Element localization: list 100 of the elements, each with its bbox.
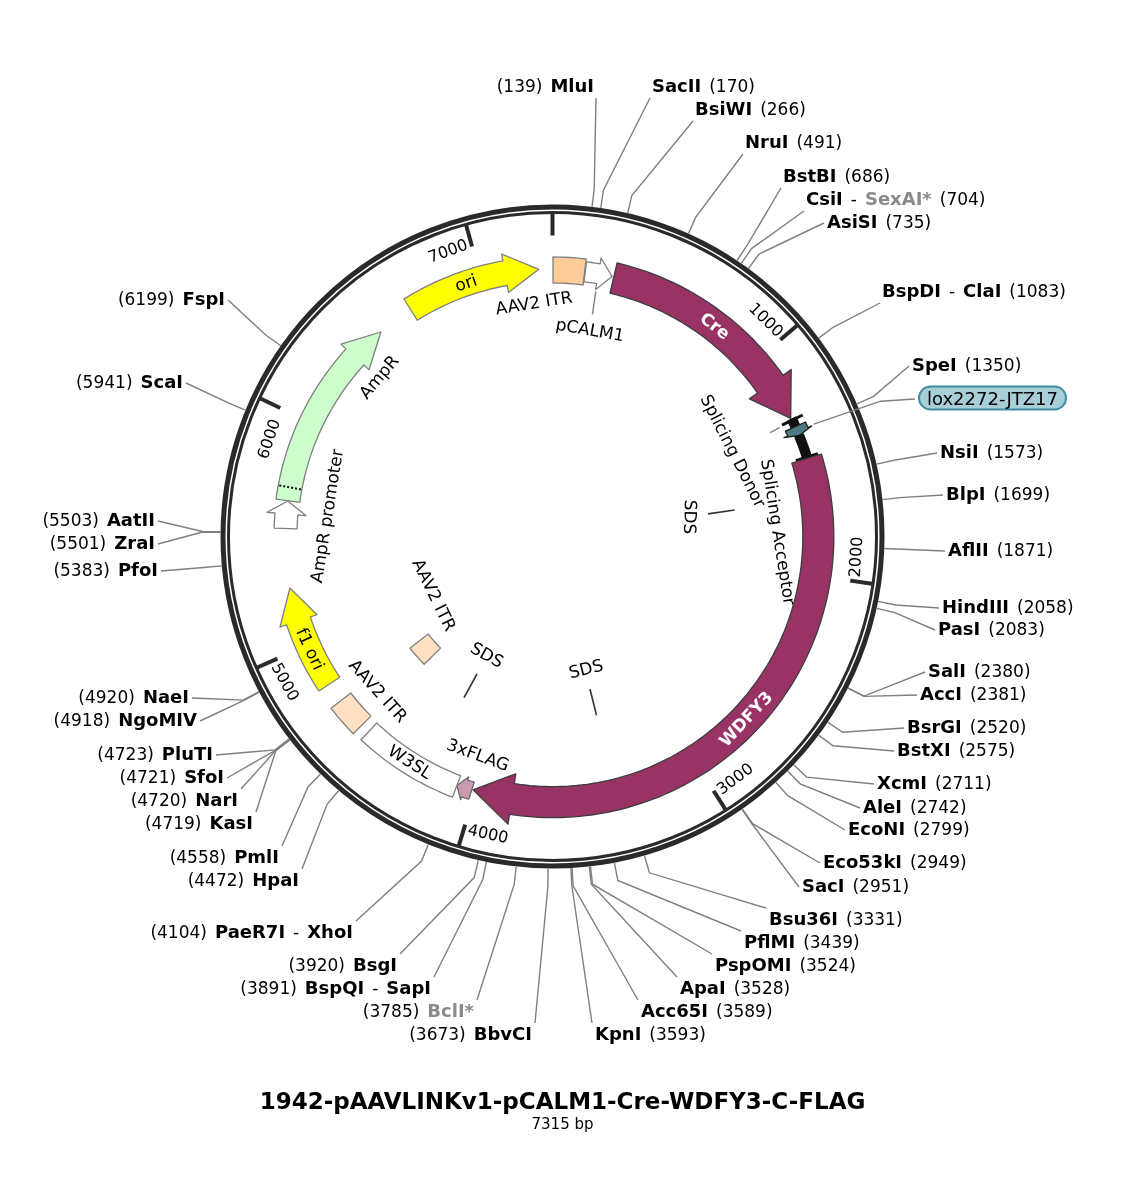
site-label: HindIII (2058) xyxy=(942,596,1074,618)
tick-label: 4000 xyxy=(466,821,510,846)
feature-label: SDS xyxy=(467,637,507,672)
feature-tag: lox2272-JTZ17 xyxy=(918,385,1067,411)
site-label: KpnI (3593) xyxy=(595,1023,706,1045)
site-label: BsiWI (266) xyxy=(695,98,806,120)
leader-line xyxy=(769,427,781,434)
site-label: Bsu36I (3331) xyxy=(769,908,903,930)
site-label: PasI (2083) xyxy=(938,618,1045,640)
site-label: (4720) NarI xyxy=(130,789,238,811)
leader-line xyxy=(570,867,593,1024)
leader-line xyxy=(255,739,291,813)
leader-line xyxy=(227,299,282,347)
feature-label: SDS xyxy=(680,499,701,535)
leader-line xyxy=(813,398,916,425)
site-label: (5941) ScaI xyxy=(76,371,183,393)
site-label: AsiSI (735) xyxy=(827,211,932,233)
site-label: (5383) PfoI xyxy=(53,559,158,581)
leader-line xyxy=(591,97,597,208)
site-label: PspOMI (3524) xyxy=(715,954,856,976)
site-label: (4918) NgoMIV xyxy=(53,709,197,731)
site-label: NsiI (1573) xyxy=(940,441,1044,463)
leader-line xyxy=(883,547,946,552)
site-label: (5501) ZraI xyxy=(49,532,155,554)
site-label: (3920) BsgI xyxy=(288,954,397,976)
leader-line xyxy=(591,290,597,316)
site-label: CsiI - SexAI* (704) xyxy=(806,188,986,210)
site-label: SacII (170) xyxy=(652,75,755,97)
tick-label: 6000 xyxy=(254,417,283,462)
tick-label: 2000 xyxy=(846,535,866,578)
leader-line xyxy=(534,867,549,1024)
leader-line xyxy=(847,671,926,697)
site-label: EcoNI (2799) xyxy=(848,818,970,840)
site-label: (4719) KasI xyxy=(144,812,253,834)
site-label: AleI (2742) xyxy=(863,796,967,818)
site-label: NruI (491) xyxy=(745,131,843,153)
site-label: (5503) AatII xyxy=(42,509,155,531)
site-label: (139) MluI xyxy=(496,75,594,97)
leader-line xyxy=(740,210,805,265)
leader-line xyxy=(600,97,651,209)
leader-line xyxy=(199,691,260,722)
site-label: (4104) PaeR7I - XhoI xyxy=(150,921,353,943)
leader-line xyxy=(875,607,936,631)
site-label: SalI (2380) xyxy=(928,660,1031,682)
site-label: (3891) BspQI - SapI xyxy=(240,977,431,999)
leader-line xyxy=(817,734,895,752)
leader-line xyxy=(355,843,429,922)
leader-line xyxy=(827,721,905,733)
leader-line xyxy=(741,808,800,888)
map-title: 1942-pAAVLINKv1-pCALM1-Cre-WDFY3-C-FLAG xyxy=(259,1087,866,1115)
leader-line xyxy=(613,862,742,932)
feature-box xyxy=(407,631,443,666)
leader-line xyxy=(856,365,910,405)
feature-label: AmpR promoter xyxy=(307,447,348,585)
site-label: ApaI (3528) xyxy=(680,977,791,999)
feature-label: SDS xyxy=(566,655,606,683)
leader-line xyxy=(301,789,340,870)
site-label: (4558) PmlI xyxy=(169,846,279,868)
site-label: SpeI (1350) xyxy=(912,354,1022,376)
directional-feature xyxy=(264,499,308,531)
site-label: BlpI (1699) xyxy=(946,483,1050,505)
leader-line xyxy=(741,808,821,864)
leader-line xyxy=(786,770,861,809)
site-label: BstBI (686) xyxy=(783,165,891,187)
feature-mark xyxy=(588,686,599,718)
leader-line xyxy=(476,865,517,1001)
site-label: (6199) FspI xyxy=(117,288,225,310)
leader-line xyxy=(643,854,767,909)
leader-line xyxy=(157,520,222,533)
directional-feature xyxy=(582,255,615,292)
site-label: SacI (2951) xyxy=(802,875,909,897)
leader-line xyxy=(877,600,940,609)
leader-line xyxy=(589,865,713,955)
leader-line xyxy=(240,738,291,790)
site-label: PflMI (3439) xyxy=(744,931,860,953)
leader-line xyxy=(215,738,290,756)
leader-line xyxy=(433,861,488,978)
feature-bar xyxy=(792,431,820,463)
leader-line xyxy=(627,120,694,214)
leader-line xyxy=(191,691,260,701)
leader-line xyxy=(399,859,479,955)
leader-line xyxy=(157,531,222,545)
leader-line xyxy=(847,687,918,698)
site-label: AflII (1871) xyxy=(948,539,1054,561)
leader-line xyxy=(185,382,247,411)
site-label: (3785) BclI* xyxy=(362,1000,474,1022)
leader-line xyxy=(226,738,291,779)
site-label: AccI (2381) xyxy=(920,683,1027,705)
site-label: BstXI (2575) xyxy=(897,739,1016,761)
feature-label: Cre xyxy=(696,308,734,344)
tick-label: 7000 xyxy=(426,236,470,266)
site-label: Acc65I (3589) xyxy=(641,1000,773,1022)
leader-line xyxy=(160,565,223,572)
leader-line xyxy=(881,494,944,501)
feature-mark xyxy=(461,672,479,700)
site-label: (4920) NaeI xyxy=(78,686,189,708)
leader-line xyxy=(747,222,825,270)
directional-feature xyxy=(782,419,814,440)
feature-mark xyxy=(705,507,737,516)
leader-line xyxy=(588,865,678,978)
